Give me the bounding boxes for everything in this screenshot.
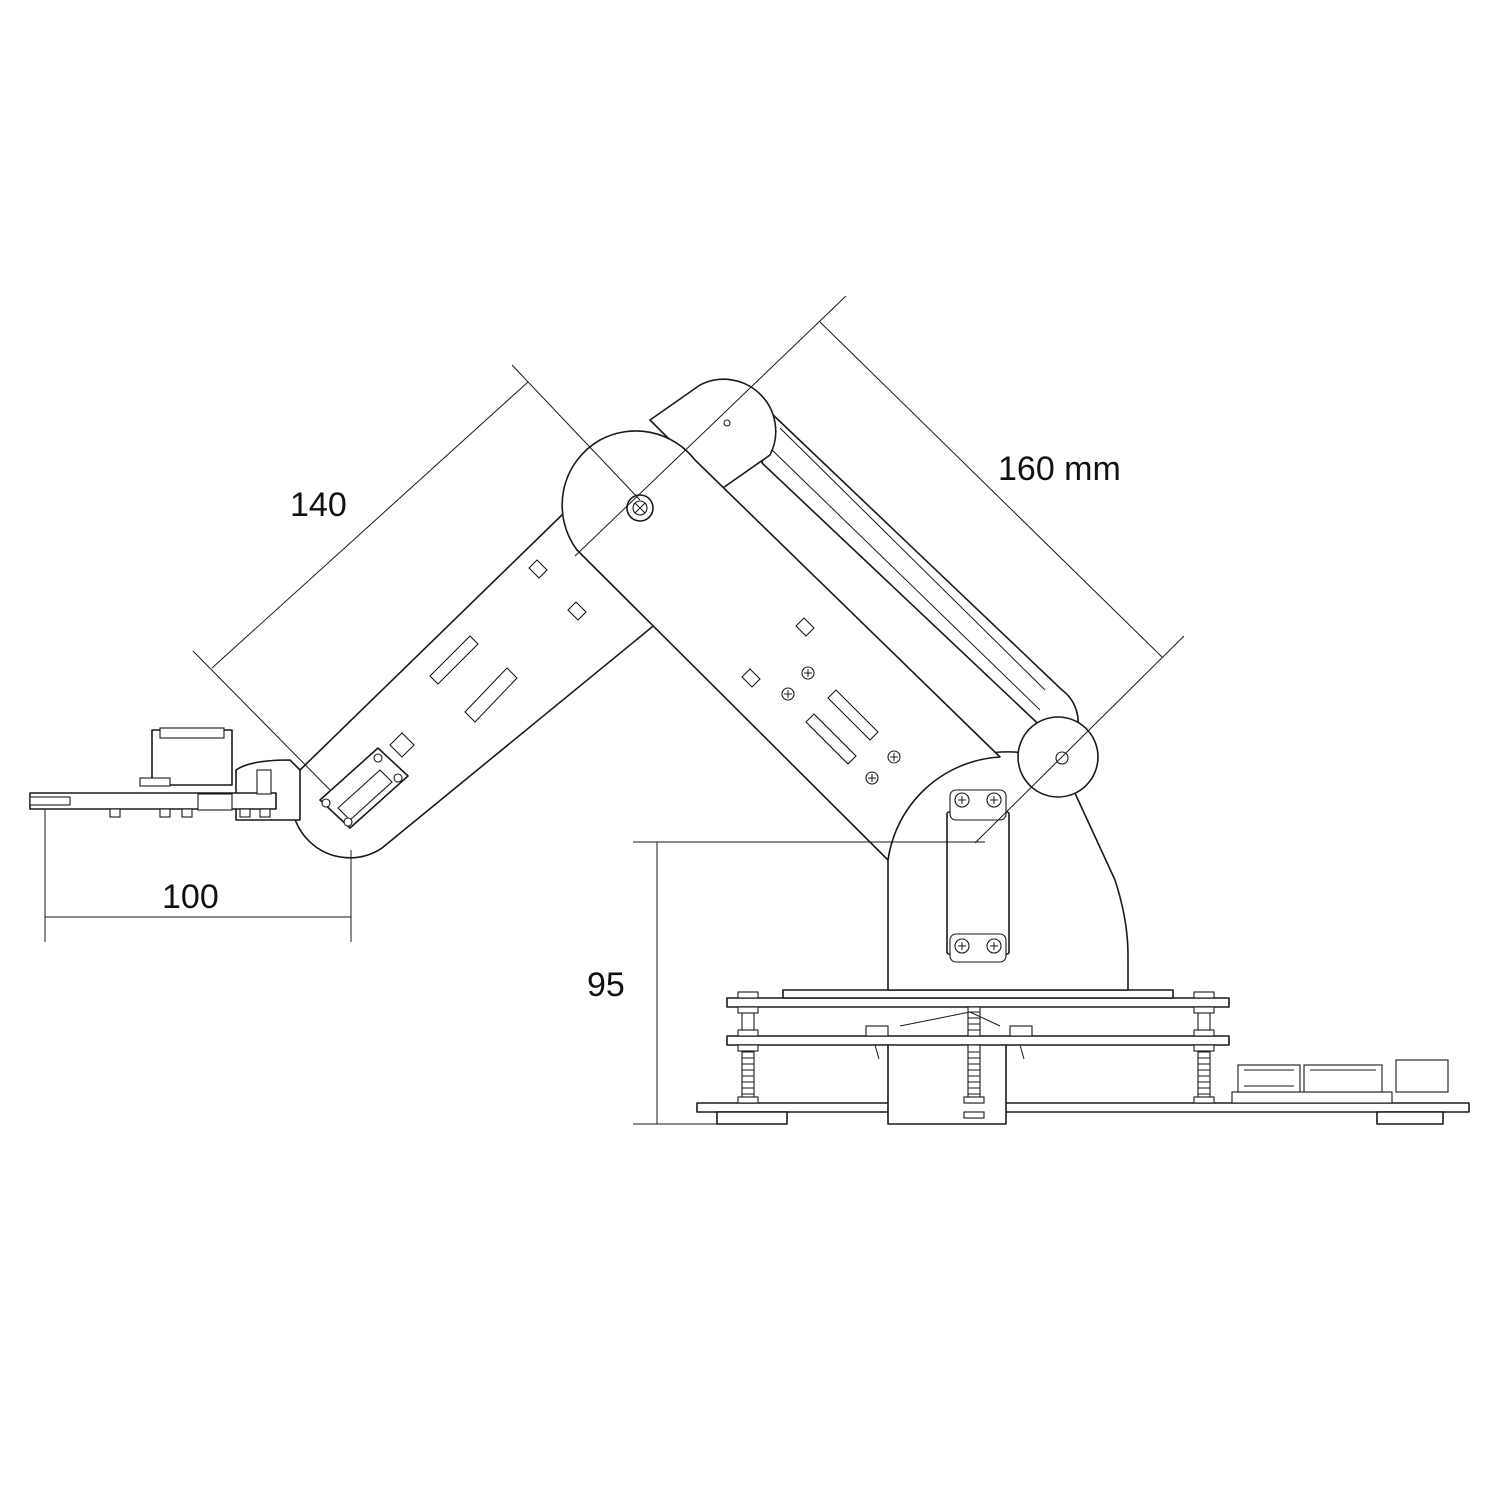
servo-screws	[954, 792, 1002, 954]
base-cylinder	[887, 1041, 1007, 1125]
bottom-plate	[696, 1102, 1470, 1113]
upper-arm	[561, 430, 1001, 861]
shoulder-servo	[946, 811, 1010, 955]
right-foot	[1376, 1111, 1444, 1125]
middle-plate	[726, 1035, 1230, 1046]
base-tower	[887, 751, 1129, 991]
dim-base-height-label: 95	[587, 966, 625, 1004]
gripper	[29, 727, 301, 821]
dim-upper-arm-label: 160 mm	[998, 450, 1121, 488]
gripper-servo	[151, 729, 233, 786]
dimension-lines	[44, 295, 1185, 1125]
gripper-screws	[109, 769, 272, 818]
forearm-slots	[429, 559, 587, 723]
top-plate	[726, 997, 1230, 1008]
dim-forearm-label: 140	[290, 486, 347, 524]
upper-link-hub	[649, 378, 777, 491]
standoffs	[737, 991, 1215, 1119]
upper-arm-slots	[741, 617, 901, 785]
controller-board	[1231, 1059, 1449, 1104]
left-foot	[716, 1111, 788, 1125]
dim-gripper-label: 100	[162, 878, 219, 916]
wrist-servo	[319, 732, 415, 829]
parallel-link	[649, 378, 1099, 798]
turntable-plate	[782, 989, 1174, 999]
